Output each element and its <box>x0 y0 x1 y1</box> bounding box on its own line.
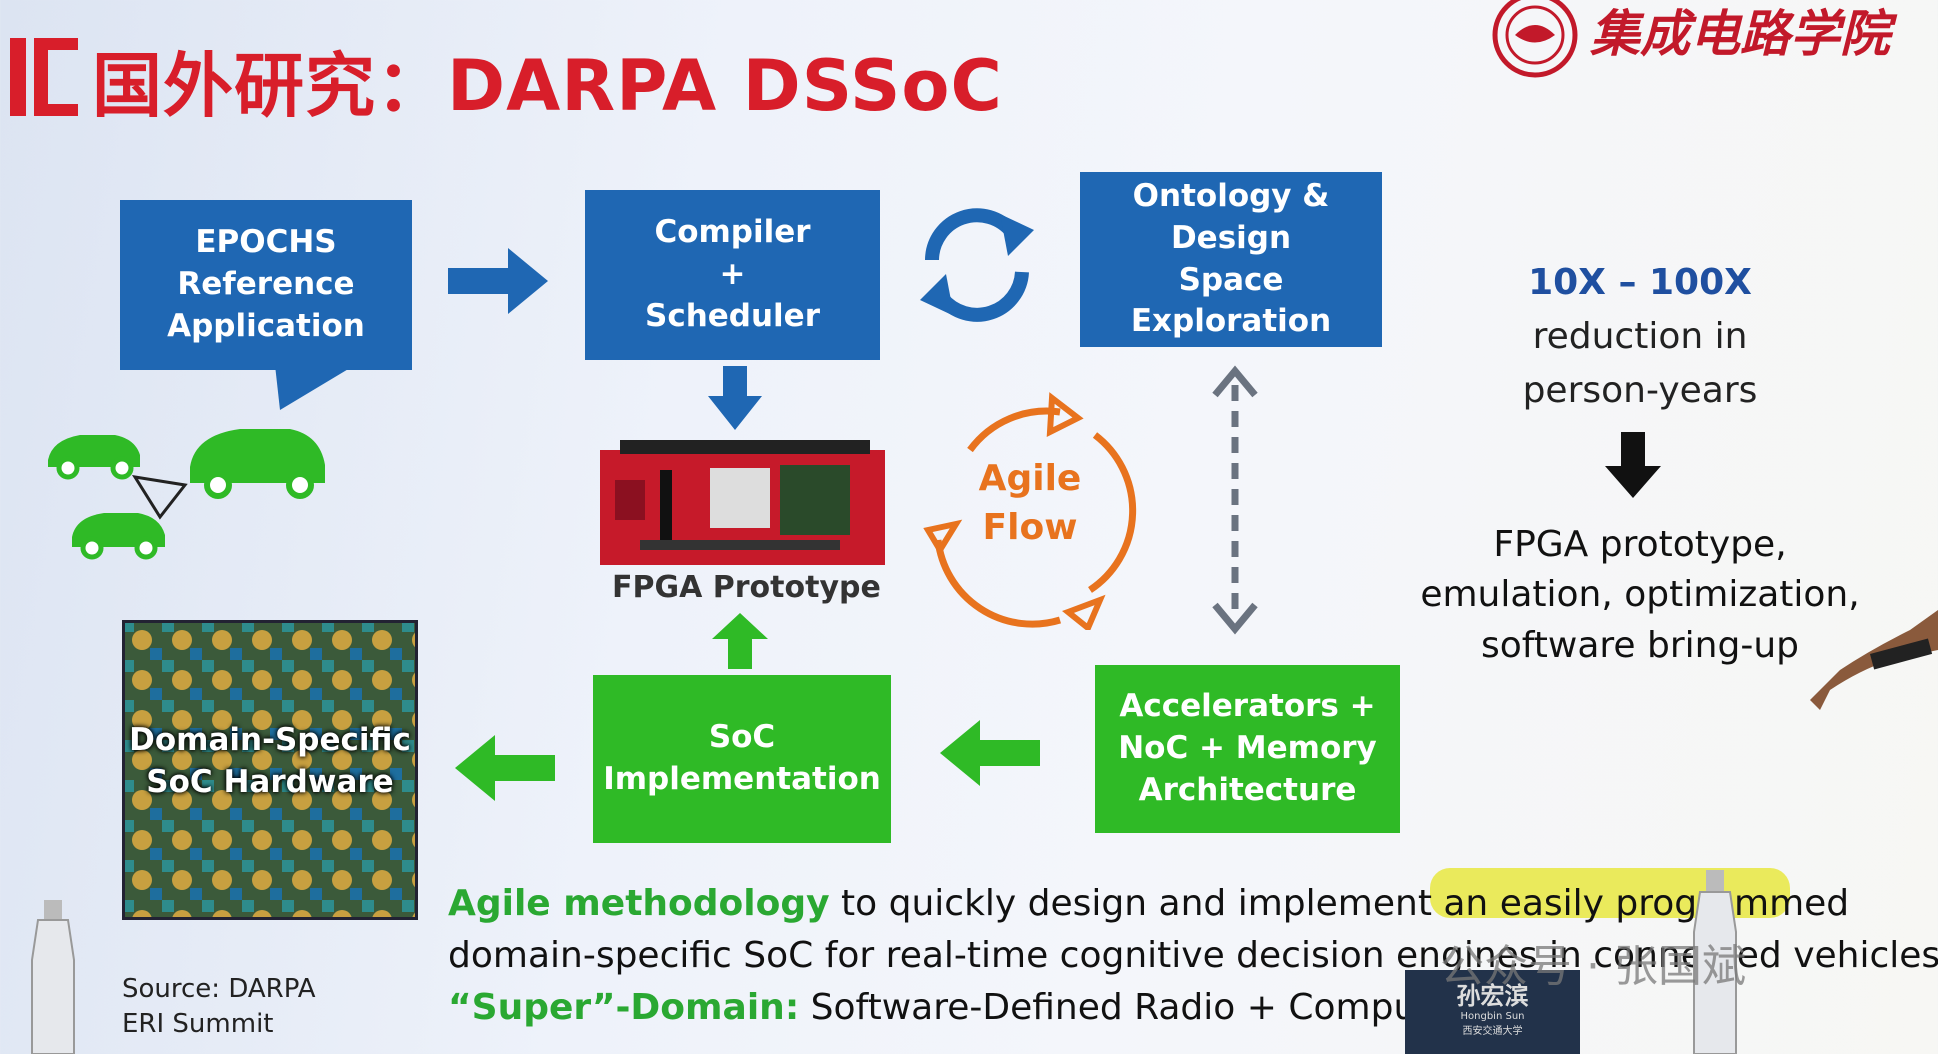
university-seal-icon <box>1492 0 1578 78</box>
sync-cycle-icon <box>920 208 1034 322</box>
slide-title-prefix: 国外研究： <box>92 45 447 127</box>
fpga-benefits-line-2: emulation, optimization, <box>1420 574 1860 616</box>
speaker-name-en: Hongbin Sun <box>1460 1011 1525 1022</box>
summary-line-1-rest: to quickly design and implement an easil… <box>829 883 1850 924</box>
soc-chip-image <box>122 620 418 920</box>
source-note: Source: DARPA ERI Summit <box>122 972 316 1042</box>
soc-line-2: Implementation <box>603 761 881 797</box>
arrow-right-icon <box>448 248 548 314</box>
soc-line-1: SoC <box>708 719 776 756</box>
speaker-name: 孙宏滨 <box>1456 982 1529 1010</box>
summary-line-3-rest: Software-Defined Radio + Computer <box>799 987 1468 1029</box>
agile-flow-label: Agile Flow <box>960 455 1100 552</box>
presenter-hand-image <box>1810 610 1938 710</box>
accelerators-noc-memory-box: Accelerators + NoC + Memory Architecture <box>1095 665 1400 833</box>
fpga-benefits-line-3: software bring-up <box>1480 624 1800 666</box>
wechat-watermark: 公众号 · 张国斌 <box>1440 941 1746 992</box>
summary-text: Agile methodology to quickly design and … <box>448 878 1938 1035</box>
arrow-up-icon <box>712 613 768 669</box>
title-bracket-icon <box>10 38 78 116</box>
fpga-benefits-block: FPGA prototype, emulation, optimization,… <box>1410 520 1870 671</box>
epochs-line-1: EPOCHS <box>195 224 337 261</box>
summary-line-2: domain-specific SoC for real-time cognit… <box>448 935 1938 977</box>
soc-hardware-label: Domain-Specific SoC Hardware <box>122 720 418 804</box>
compiler-line-1: Compiler <box>654 214 811 251</box>
ontology-design-space-box: Ontology & Design Space Exploration <box>1080 172 1382 347</box>
arrow-left-icon <box>940 720 1040 786</box>
soc-hardware-line-2: SoC Hardware <box>146 763 394 800</box>
accel-line-1: Accelerators + <box>1119 688 1376 725</box>
compiler-line-3: Scheduler <box>645 297 820 334</box>
fpga-prototype-label: FPGA Prototype <box>612 570 881 605</box>
soc-implementation-box: SoC Implementation <box>593 675 891 843</box>
water-bottle-image <box>1693 870 1737 1054</box>
source-line-2: ERI Summit <box>122 1009 274 1040</box>
speech-tail-icon <box>275 365 355 410</box>
agile-methodology-term: Agile methodology <box>448 883 830 924</box>
slide-title: 国外研究：DARPA DSSoC <box>92 30 1003 131</box>
compiler-line-2: + <box>719 256 746 293</box>
reduction-block: 10X – 100X reduction in person-years <box>1440 256 1840 418</box>
agile-flow-cycle-icon <box>923 392 1137 630</box>
slide-title-main: DARPA DSSoC <box>447 45 1003 127</box>
summary-line-3: “Super”-Domain: Software-Defined Radio +… <box>448 982 1938 1034</box>
arrow-left-icon <box>455 735 555 801</box>
reduction-line-3: person-years <box>1522 370 1758 411</box>
ontology-line-2: Space Exploration <box>1130 261 1332 340</box>
reduction-line-2: reduction in <box>1532 316 1748 357</box>
summary-line-1: Agile methodology to quickly design and … <box>448 878 1938 930</box>
epochs-box: EPOCHS Reference Application <box>120 200 412 370</box>
institute-name: 集成电路学院 <box>1590 4 1890 63</box>
agile-flow-line-2: Flow <box>982 506 1078 548</box>
soc-hardware-line-1: Domain-Specific <box>129 722 411 758</box>
arrow-down-black-icon <box>1605 432 1661 498</box>
speaker-affiliation: 西安交通大学 <box>1462 1026 1523 1037</box>
water-bottle-image <box>31 900 75 1054</box>
super-domain-term: “Super”-Domain: <box>448 987 800 1029</box>
accel-line-2: NoC + Memory <box>1118 730 1377 767</box>
compiler-scheduler-box: Compiler + Scheduler <box>585 190 880 360</box>
epochs-line-3: Application <box>167 307 365 344</box>
speaker-nameplate: 孙宏滨 Hongbin Sun 西安交通大学 <box>1405 970 1580 1054</box>
dashed-double-arrow-icon <box>1212 365 1258 635</box>
ontology-line-1: Ontology & Design <box>1132 177 1330 256</box>
fpga-benefits-line-1: FPGA prototype, <box>1493 524 1787 565</box>
connected-cars-icon <box>48 429 325 560</box>
source-line-1: Source: DARPA <box>122 974 316 1004</box>
reduction-highlight: 10X – 100X <box>1528 262 1752 303</box>
arrow-down-icon <box>708 366 762 430</box>
epochs-line-2: Reference <box>177 266 355 303</box>
agile-flow-line-1: Agile <box>978 458 1082 499</box>
fpga-board-image <box>600 440 885 565</box>
accel-line-3: Architecture <box>1138 771 1357 808</box>
